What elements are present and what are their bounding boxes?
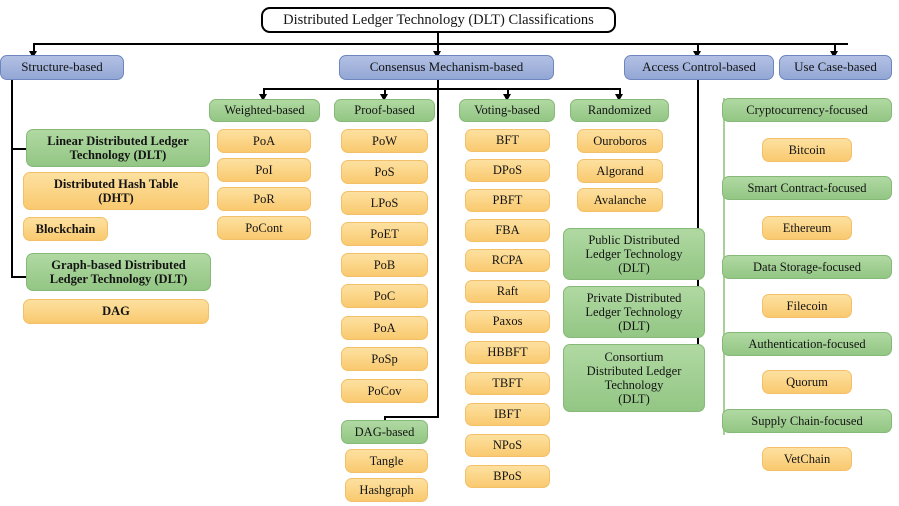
access-public-dlt[interactable]: Public Distributed Ledger Technology (DL… (563, 228, 705, 280)
leaf-weighted-3[interactable]: PoCont (217, 216, 311, 240)
leaf-dag-based-1[interactable]: Hashgraph (345, 478, 428, 502)
leaf-proof-5[interactable]: PoC (341, 284, 428, 308)
leaf-voting-0[interactable]: BFT (465, 129, 550, 152)
leaf-randomized-0[interactable]: Ouroboros (577, 129, 663, 153)
dag-based-elbow (384, 416, 439, 419)
root-stem (437, 33, 440, 44)
leaf-proof-0[interactable]: PoW (341, 129, 428, 153)
drop-usecase (834, 43, 837, 53)
arrow-structure (29, 51, 37, 58)
leaf-voting-6[interactable]: Paxos (465, 310, 550, 333)
arrow-usecase (830, 51, 838, 58)
leaf-proof-6[interactable]: PoA (341, 316, 428, 340)
leaf-weighted-2[interactable]: PoR (217, 187, 311, 211)
arrow-proof (380, 94, 388, 101)
usecase-group-4-example[interactable]: VetChain (762, 447, 852, 471)
drop-consensus (437, 43, 440, 53)
drop-voting (507, 88, 510, 96)
usecase-group-1-example[interactable]: Ethereum (762, 216, 852, 240)
leaf-voting-11[interactable]: BPoS (465, 465, 550, 488)
category-randomized[interactable]: Randomized (570, 99, 669, 122)
level1-use-case-based[interactable]: Use Case-based (779, 55, 892, 80)
leaf-proof-4[interactable]: PoB (341, 253, 428, 277)
drop-weighted (263, 88, 266, 96)
arrow-randomized (615, 94, 623, 101)
leaf-weighted-1[interactable]: PoI (217, 158, 311, 182)
leaf-proof-3[interactable]: PoET (341, 222, 428, 246)
usecase-group-3-example[interactable]: Quorum (762, 370, 852, 394)
category-voting-based[interactable]: Voting-based (459, 99, 555, 122)
usecase-group-0-label[interactable]: Cryptocurrency-focused (722, 98, 892, 122)
usecase-group-4-label[interactable]: Supply Chain-focused (722, 409, 892, 433)
structure-stub-linear (11, 148, 35, 151)
drop-structure (33, 43, 36, 53)
drop-access (697, 43, 700, 53)
structure-blockchain[interactable]: Blockchain (23, 217, 108, 241)
category-proof-based[interactable]: Proof-based (334, 99, 435, 122)
leaf-weighted-0[interactable]: PoA (217, 129, 311, 153)
category-weighted-based[interactable]: Weighted-based (209, 99, 320, 122)
level1-consensus-mechanism-based[interactable]: Consensus Mechanism-based (339, 55, 554, 80)
usecase-group-2-label[interactable]: Data Storage-focused (722, 255, 892, 279)
leaf-dag-based-0[interactable]: Tangle (345, 449, 428, 473)
usecase-group-2-example[interactable]: Filecoin (762, 294, 852, 318)
leaf-voting-7[interactable]: HBBFT (465, 341, 550, 364)
leaf-voting-9[interactable]: IBFT (465, 403, 550, 426)
arrow-consensus (433, 51, 441, 58)
leaf-randomized-1[interactable]: Algorand (577, 159, 663, 183)
drop-randomized (619, 88, 622, 96)
leaf-randomized-2[interactable]: Avalanche (577, 188, 663, 212)
level1-bus (33, 43, 848, 46)
category-dag-based[interactable]: DAG-based (341, 420, 428, 444)
leaf-voting-4[interactable]: RCPA (465, 249, 550, 272)
usecase-group-1-label[interactable]: Smart Contract-focused (722, 176, 892, 200)
usecase-group-3-label[interactable]: Authentication-focused (722, 332, 892, 356)
level1-structure-based[interactable]: Structure-based (0, 55, 124, 80)
leaf-proof-2[interactable]: LPoS (341, 191, 428, 215)
structure-dag[interactable]: DAG (23, 299, 209, 324)
access-private-dlt[interactable]: Private Distributed Ledger Technology (D… (563, 286, 705, 338)
arrow-access (693, 51, 701, 58)
leaf-proof-8[interactable]: PoCov (341, 379, 428, 403)
structure-spine (11, 80, 14, 278)
leaf-voting-2[interactable]: PBFT (465, 189, 550, 212)
usecase-group-0-example[interactable]: Bitcoin (762, 138, 852, 162)
level1-access-control-based[interactable]: Access Control-based (624, 55, 774, 80)
structure-linear-dlt[interactable]: Linear Distributed Ledger Technology (DL… (26, 129, 210, 167)
leaf-proof-7[interactable]: PoSp (341, 347, 428, 371)
consensus-bus (263, 88, 620, 91)
leaf-proof-1[interactable]: PoS (341, 160, 428, 184)
structure-graph-dlt[interactable]: Graph-based Distributed Ledger Technolog… (26, 253, 211, 291)
access-consortium-dlt[interactable]: Consortium Distributed Ledger Technology… (563, 344, 705, 412)
leaf-voting-3[interactable]: FBA (465, 219, 550, 242)
arrow-voting (503, 94, 511, 101)
leaf-voting-1[interactable]: DPoS (465, 159, 550, 182)
dag-based-drop (384, 416, 387, 423)
root-node-dlt-classifications: Distributed Ledger Technology (DLT) Clas… (261, 7, 616, 33)
drop-proof (384, 88, 387, 96)
structure-dht[interactable]: Distributed Hash Table (DHT) (23, 172, 209, 210)
leaf-voting-5[interactable]: Raft (465, 280, 550, 303)
leaf-voting-8[interactable]: TBFT (465, 372, 550, 395)
leaf-voting-10[interactable]: NPoS (465, 434, 550, 457)
structure-stub-graph (11, 276, 35, 279)
arrow-weighted (259, 94, 267, 101)
consensus-stem (437, 80, 440, 418)
